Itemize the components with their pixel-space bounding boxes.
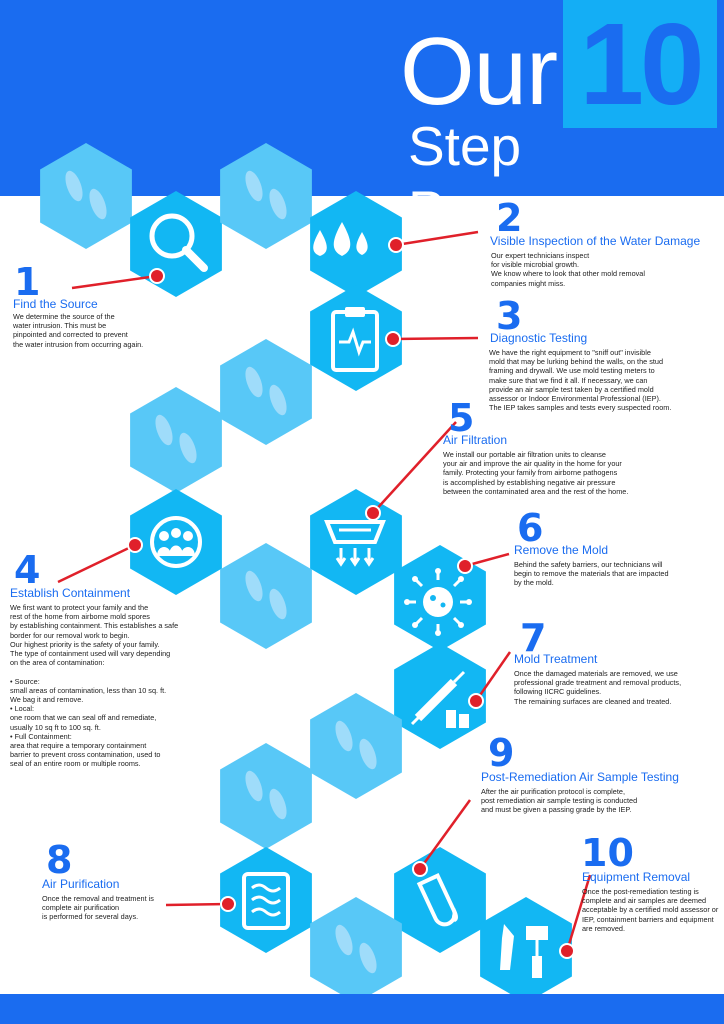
step-5-number: 5 [448,396,475,440]
title-number: 10 [579,0,704,129]
step-5-title: Air Filtration [443,433,508,447]
footprints-icon [245,770,287,820]
step-6-title: Remove the Mold [514,543,609,557]
footprint-hexagon [220,743,312,849]
footprint-hexagon [220,339,312,445]
connector-line [418,799,472,870]
connector-dot [149,268,165,284]
connector-line [165,902,229,907]
test-tube-icon [416,872,458,927]
step-1-description: We determine the source of the water int… [13,312,144,349]
step-8-title: Air Purification [42,877,120,891]
step-6-description: Behind the safety barriers, our technici… [514,560,669,588]
step-8-number: 8 [46,838,73,882]
footprint-hexagon [310,897,402,1003]
air-filter-icon [324,520,386,567]
connector-dot [412,861,428,877]
step-3-title: Diagnostic Testing [490,331,588,345]
magnifier-icon [149,213,208,272]
step-10-title: Equipment Removal [582,870,691,884]
connector-line [565,874,592,952]
step-10-number: 10 [581,831,634,875]
footprint-hexagon [220,543,312,649]
step-9-number: 9 [488,731,515,775]
footprints-icon [335,924,377,974]
step-9-title: Post-Remediation Air Sample Testing [481,770,679,784]
step-5-description: We install our portable air filtration u… [443,450,629,496]
connector-dot [468,693,484,709]
footer-band [0,994,724,1024]
connector-dot [385,331,401,347]
header-number-box [563,0,717,128]
water-drops-icon [313,222,368,256]
syringe-icon [410,670,469,728]
step-1-title: Find the Source [13,297,98,311]
step-4-title: Establish Containment [10,586,131,600]
step-3-description: We have the right equipment to "sniff ou… [489,348,672,413]
step-2-title: Visible Inspection of the Water Damage [490,234,701,248]
connector-line [392,336,479,341]
footprints-icon [65,170,107,220]
step-hexagon [310,191,402,297]
step-9-description: After the air purification protocol is c… [481,787,638,815]
footprint-hexagon [40,143,132,249]
step-7-description: Once the damaged materials are removed, … [514,669,682,706]
step-4-description: We first want to protect your family and… [10,603,179,769]
connector-line [57,543,136,584]
step-6-number: 6 [517,506,544,550]
step-7-title: Mold Treatment [514,652,598,666]
connector-dot [388,237,404,253]
air-purifier-icon [242,872,290,930]
step-3-number: 3 [496,294,523,338]
step-8-description: Once the removal and treatment is comple… [42,894,154,922]
step-2-description: Our expert technicians inspect for visib… [491,251,645,288]
title-our: Our [400,18,558,125]
family-icon [150,516,202,568]
connector-line [71,274,158,290]
footprint-hexagon [130,387,222,493]
mold-spore-icon [404,568,472,636]
footprints-icon [245,170,287,220]
title-step-process: Step Process [408,115,607,241]
connector-line [474,651,512,702]
footprint-hexagon [310,693,402,799]
footprints-icon [335,720,377,770]
footprints-icon [245,366,287,416]
connector-dot [127,537,143,553]
connector-dot [220,896,236,912]
step-hexagon [480,897,572,1003]
step-1-number: 1 [14,260,41,304]
footprint-hexagon [220,143,312,249]
step-7-number: 7 [520,616,547,660]
step-10-description: Once the post-remediation testing is com… [582,887,719,933]
connector-dot [559,943,575,959]
footprints-icon [155,414,197,464]
connector-line [395,230,479,247]
connector-line [372,421,457,514]
clipboard-icon [331,307,379,372]
step-hexagon [130,489,222,595]
step-2-number: 2 [496,196,523,240]
tools-icon [500,924,548,978]
connector-dot [457,558,473,574]
step-4-number: 4 [14,548,41,592]
footprints-icon [245,570,287,620]
